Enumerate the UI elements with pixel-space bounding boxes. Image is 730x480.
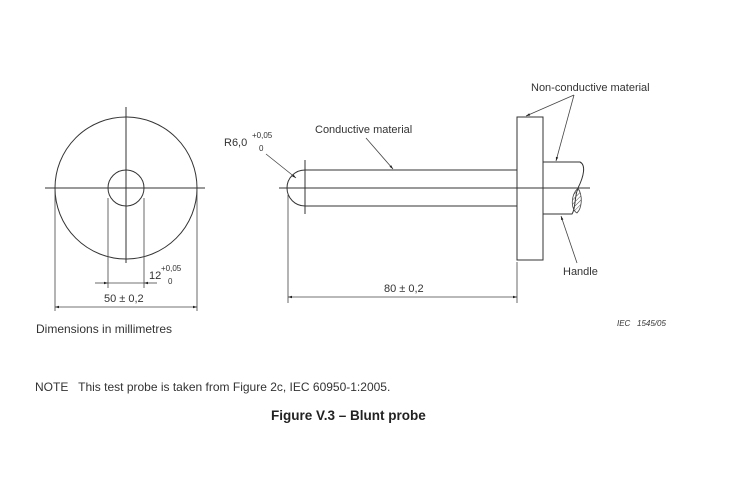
dim-50-value: 50 ± 0,2 xyxy=(104,293,144,305)
radius-leader xyxy=(265,153,297,179)
dim-12-value: 12 xyxy=(149,270,161,282)
handle-label: Handle xyxy=(563,266,598,278)
dim-12-tol-upper: +0,05 xyxy=(161,264,182,273)
radius-tol-lower: 0 xyxy=(259,144,264,153)
dim-12-tol-lower: 0 xyxy=(168,277,173,286)
handle-leader xyxy=(560,215,578,264)
flange xyxy=(516,116,544,261)
iec-ref-code: IEC 1545/05 xyxy=(617,319,666,328)
front-view: 12 +0,05 0 50 ± 0,2 xyxy=(45,107,205,311)
units-note: Dimensions in millimetres xyxy=(36,322,173,336)
radius-tol-upper: +0,05 xyxy=(252,131,273,140)
non-conductive-label: Non-conductive material xyxy=(531,82,650,94)
conductive-leader xyxy=(365,137,394,170)
handle-section-hatch xyxy=(571,187,582,214)
non-conductive-leader xyxy=(555,94,575,162)
radius-dim-value: R6,0 xyxy=(224,137,247,149)
note-text: This test probe is taken from Figure 2c,… xyxy=(78,380,391,394)
figure-caption: Figure V.3 – Blunt probe xyxy=(271,408,426,423)
non-conductive-leader xyxy=(525,94,575,117)
side-view: R6,0 +0,05 0 Conductive material Non-con… xyxy=(224,82,650,303)
note: NOTE This test probe is taken from Figur… xyxy=(35,380,390,394)
blunt-tip xyxy=(286,169,306,207)
conductive-label: Conductive material xyxy=(315,124,412,136)
dim-80-value: 80 ± 0,2 xyxy=(384,283,424,295)
note-label: NOTE xyxy=(35,380,69,394)
